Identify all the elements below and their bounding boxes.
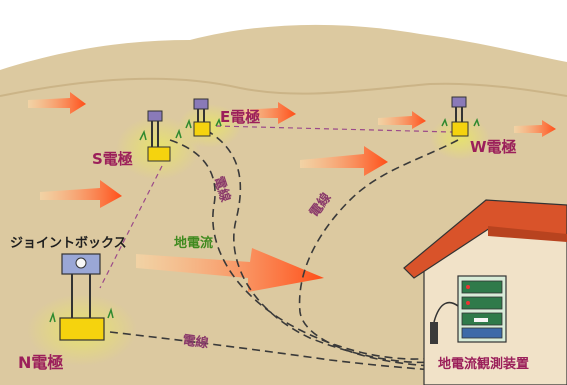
connection-lines: [99, 125, 453, 289]
grass-icon: [139, 128, 182, 141]
grass-icon: [441, 118, 480, 127]
earth-current-arrows: [28, 92, 556, 292]
e-electrode-plate: [193, 121, 211, 137]
s-n-link: [99, 165, 163, 289]
cables: [109, 129, 459, 371]
current-arrow: [40, 180, 122, 208]
current-arrow: [300, 146, 388, 176]
w-electrode: [441, 96, 480, 137]
s-electrode-cap: [147, 110, 163, 122]
grass-icon: [49, 307, 114, 323]
s-electrode-plate: [147, 146, 171, 162]
device-label: 地電流観測装置: [438, 356, 529, 372]
e-electrode: [185, 98, 222, 137]
current-arrow: [234, 102, 296, 124]
junction-box-label: ジョイントボックス: [10, 235, 127, 251]
junction-box: [61, 253, 101, 318]
s-electrode: [139, 110, 182, 162]
current-arrow: [514, 120, 556, 137]
roof-eave: [488, 226, 567, 242]
e-electrode-label: E電極: [220, 108, 260, 126]
s-electrode-label: S電極: [92, 150, 133, 168]
cable-s: [169, 139, 433, 360]
w-electrode-cap: [451, 96, 467, 108]
cable-e: [205, 129, 433, 364]
n-electrode-plate: [59, 317, 105, 341]
current-arrow: [28, 92, 86, 114]
device-panel: [461, 327, 503, 339]
device-panel: [461, 296, 503, 310]
grass-icon: [185, 118, 222, 129]
cable-label: 電線: [210, 174, 234, 205]
w-electrode-plate: [451, 121, 469, 137]
main-current-arrow: [136, 248, 324, 292]
device-panel: [461, 280, 503, 294]
n-electrode-label: N電極: [18, 353, 63, 372]
observation-house: [403, 199, 567, 385]
ground-ridge: [0, 77, 567, 97]
indicator-light: [466, 301, 470, 305]
current-arrow: [378, 111, 426, 129]
w-electrode-label: W電極: [470, 138, 517, 156]
n-electrode: [49, 307, 114, 341]
house-roof: [403, 199, 567, 279]
junction-box-dial: [75, 257, 87, 269]
cable-n: [109, 331, 433, 371]
device-display: [474, 318, 488, 322]
e-electrode-cap: [193, 98, 209, 110]
earth-current-label: 地電流: [174, 235, 213, 251]
device-cable: [433, 301, 459, 323]
indicator-light: [466, 285, 470, 289]
cable-label: 電線: [181, 332, 210, 352]
w-electrode-glow: [430, 116, 490, 160]
cable-plug: [430, 322, 438, 344]
e-w-link: [215, 125, 453, 133]
